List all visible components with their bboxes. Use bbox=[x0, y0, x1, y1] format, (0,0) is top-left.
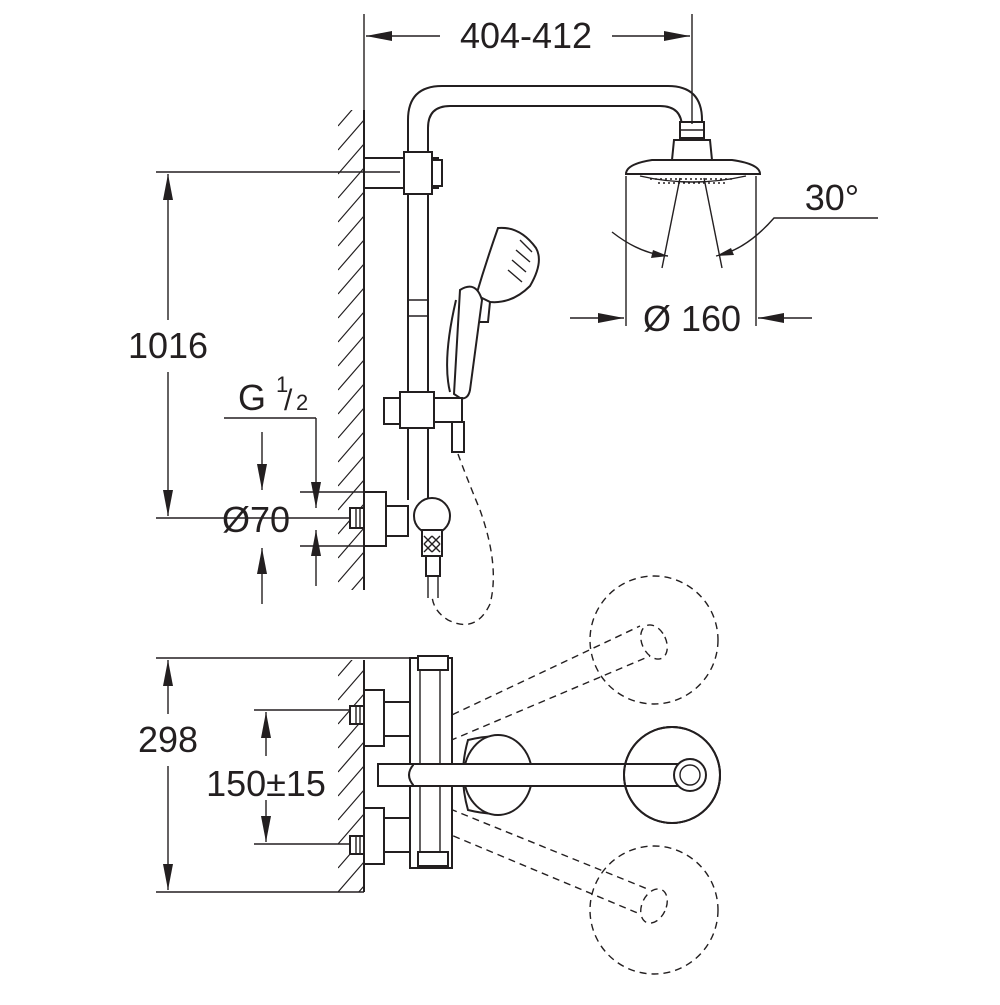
wall-bracket-top bbox=[363, 151, 443, 195]
swivel-range bbox=[419, 575, 719, 975]
dimension-height: 1016 bbox=[128, 171, 400, 519]
label-spray-angle: 30° bbox=[805, 177, 859, 218]
dimension-thread: G 1 / 2 bbox=[224, 372, 321, 586]
hand-shower bbox=[446, 226, 540, 400]
label-thread-den: 2 bbox=[296, 390, 308, 415]
hand-shower-holder bbox=[383, 391, 465, 453]
dimension-flange: Ø70 bbox=[222, 432, 364, 604]
spray-angle-indicator bbox=[611, 176, 878, 326]
dimension-head-diameter: Ø 160 bbox=[570, 298, 812, 339]
label-centers: 150±15 bbox=[206, 763, 326, 804]
dimension-centers: 150±15 bbox=[206, 709, 350, 845]
shower-arm bbox=[407, 85, 703, 500]
top-view: 298 150±15 bbox=[138, 575, 721, 975]
shower-hose bbox=[431, 453, 494, 626]
label-flange: Ø70 bbox=[222, 499, 290, 540]
wall-top bbox=[338, 660, 365, 892]
head-shower bbox=[624, 121, 762, 184]
label-depth: 298 bbox=[138, 719, 198, 760]
label-head-diameter: Ø 160 bbox=[643, 298, 741, 339]
sliding-rail bbox=[408, 299, 428, 317]
label-arm-length: 404-412 bbox=[460, 15, 592, 56]
label-height: 1016 bbox=[128, 325, 208, 366]
dimension-depth: 298 bbox=[138, 657, 414, 893]
front-view: 404-412 30° Ø 160 1016 G 1 / 2 bbox=[128, 14, 878, 626]
label-thread-main: G bbox=[238, 377, 266, 418]
dimension-arm-length: 404-412 bbox=[363, 14, 693, 124]
label-thread-num: 1 bbox=[276, 372, 288, 397]
mixer-front bbox=[349, 491, 451, 598]
mixer-top bbox=[349, 655, 453, 869]
main-arm-top bbox=[377, 726, 721, 824]
label-thread-slash: / bbox=[284, 384, 293, 417]
